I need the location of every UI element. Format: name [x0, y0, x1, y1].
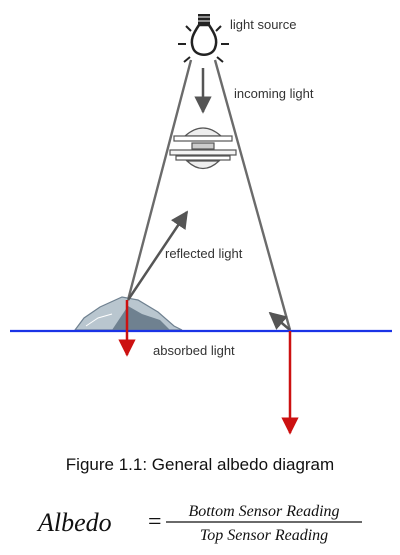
- light-beam-lines: [126, 59, 292, 331]
- light-bulb-icon: [178, 14, 229, 63]
- albedo-formula: Albedo = Bottom Sensor Reading Top Senso…: [36, 503, 362, 544]
- label-light-source: light source: [230, 17, 296, 32]
- return-light-arrow: [268, 311, 291, 331]
- formula-denominator: Top Sensor Reading: [200, 527, 328, 544]
- label-incoming-light: incoming light: [234, 86, 314, 101]
- formula-lhs: Albedo: [36, 508, 112, 537]
- formula-numerator: Bottom Sensor Reading: [188, 503, 339, 520]
- formula-equals: =: [148, 509, 162, 535]
- albedometer-sensor-icon: [169, 127, 237, 170]
- ice-floe-icon: [73, 296, 183, 331]
- figure-caption: Figure 1.1: General albedo diagram: [66, 455, 334, 474]
- reflected-light-arrow: [126, 210, 189, 301]
- label-absorbed-light: absorbed light: [153, 343, 235, 358]
- label-reflected-light: reflected light: [165, 246, 243, 261]
